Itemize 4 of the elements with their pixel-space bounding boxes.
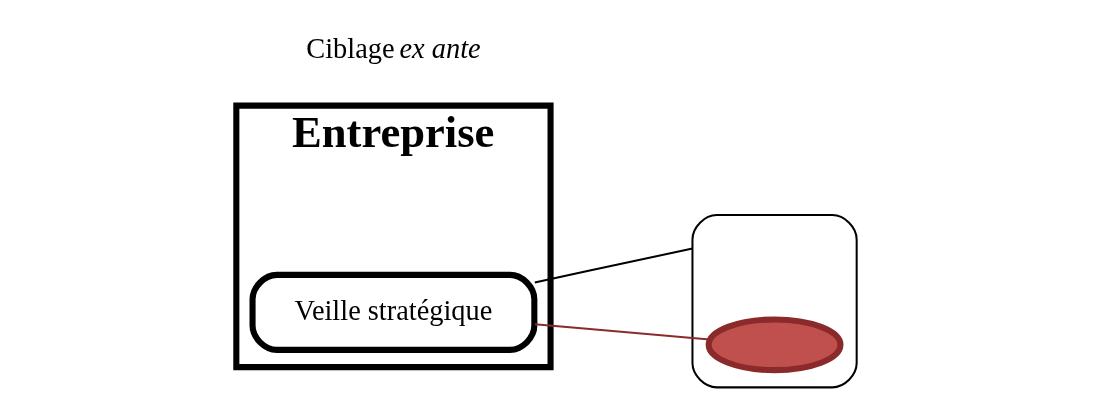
node-box: Veille stratégique bbox=[249, 271, 538, 353]
node-ellipse bbox=[705, 316, 844, 374]
label: Ciblage ex ante bbox=[306, 33, 481, 65]
cluster bbox=[691, 214, 858, 389]
